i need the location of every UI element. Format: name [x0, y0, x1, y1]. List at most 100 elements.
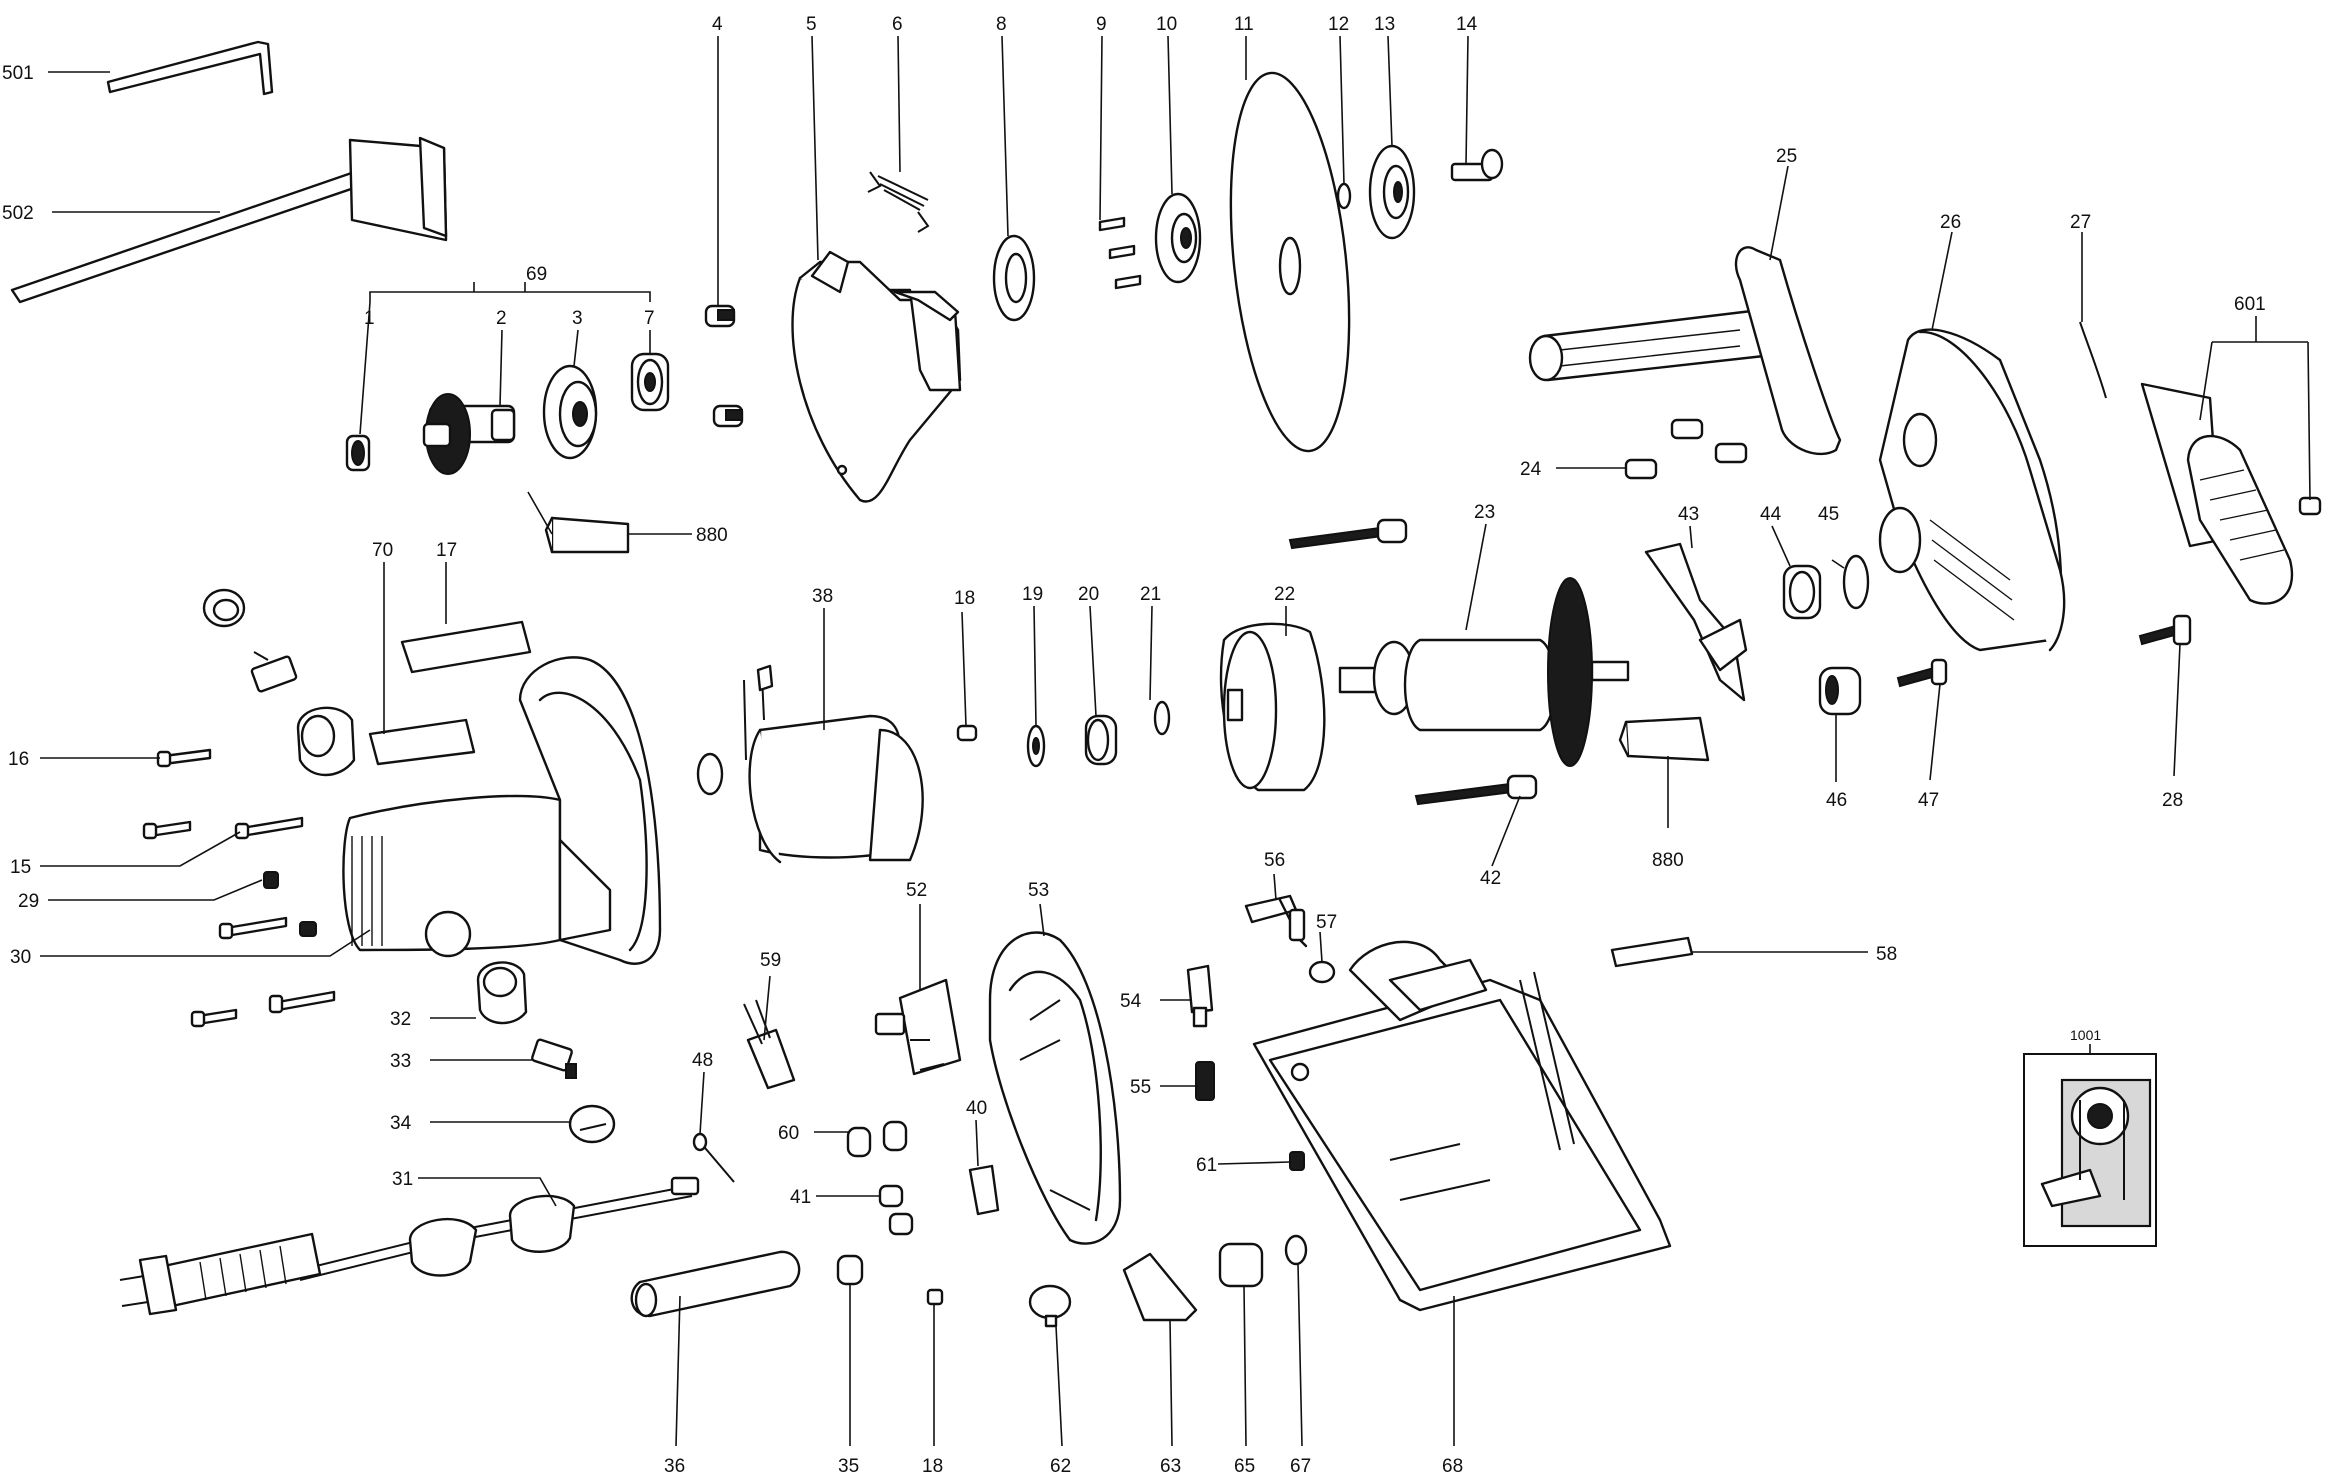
label-67: 67 — [1290, 1456, 1311, 1476]
part-1-bearing — [345, 434, 371, 472]
part-31-power-cord — [119, 1176, 700, 1316]
label-68: 68 — [1442, 1456, 1463, 1476]
part-9-screws — [1098, 216, 1142, 290]
label-18-upper: 18 — [954, 588, 975, 609]
label-1001: 1001 — [2070, 1027, 2101, 1043]
label-24: 24 — [1520, 459, 1542, 480]
label-8: 8 — [996, 14, 1007, 35]
label-63: 63 — [1160, 1456, 1181, 1476]
label-6: 6 — [892, 14, 903, 35]
part-brush-holder-upper — [296, 706, 356, 777]
label-70: 70 — [372, 540, 393, 561]
part-44-bearing — [1782, 564, 1822, 620]
label-46: 46 — [1826, 790, 1847, 811]
label-880-upper: 880 — [696, 525, 728, 546]
label-32: 32 — [390, 1009, 411, 1030]
label-501: 501 — [2, 63, 34, 84]
label-69: 69 — [526, 264, 547, 285]
part-16-screw — [156, 748, 212, 768]
part-carbon-brush-upper — [250, 651, 298, 693]
part-8-washer — [992, 234, 1036, 322]
part-25-aux-handle — [1528, 246, 1842, 456]
label-56: 56 — [1264, 850, 1285, 871]
label-17: 17 — [436, 540, 457, 561]
part-13-flange — [1368, 144, 1416, 240]
part-14-bolt — [1450, 148, 1504, 182]
label-58: 58 — [1876, 944, 1897, 965]
part-12-ring — [1336, 182, 1352, 210]
label-59: 59 — [760, 950, 781, 971]
label-21: 21 — [1140, 584, 1161, 605]
part-3-flange — [542, 364, 598, 460]
label-3: 3 — [572, 308, 583, 329]
label-29: 29 — [18, 891, 39, 912]
label-12: 12 — [1328, 14, 1349, 35]
label-14: 14 — [1456, 14, 1478, 35]
part-45-ring — [1842, 554, 1870, 610]
part-67-washer — [1284, 1234, 1308, 1266]
part-11-saw-blade — [1229, 71, 1351, 453]
label-23: 23 — [1474, 502, 1495, 523]
label-30: 30 — [10, 947, 31, 968]
label-38: 38 — [812, 586, 833, 607]
part-38-field-coil — [696, 664, 924, 864]
part-70-label — [368, 718, 476, 766]
part-30-motor-housing — [342, 656, 662, 965]
part-48-cable-clip — [692, 1132, 735, 1183]
part-27-gasket — [2079, 321, 2107, 399]
part-880-grease-tube-lower — [1618, 716, 1710, 762]
part-42-long-screw-lower — [1414, 774, 1538, 806]
part-10-flange — [1154, 192, 1202, 284]
label-7: 7 — [644, 308, 655, 329]
part-62-rivet — [1028, 1284, 1072, 1328]
part-54-button — [1186, 964, 1214, 1028]
label-33: 33 — [390, 1051, 411, 1072]
label-1: 1 — [364, 308, 375, 329]
label-28: 28 — [2162, 790, 2183, 811]
label-41: 41 — [790, 1187, 811, 1208]
part-502-parallel-guide — [10, 136, 448, 304]
part-40-clamp — [968, 1164, 1000, 1216]
part-58-pin — [1610, 936, 1694, 968]
label-43: 43 — [1678, 504, 1699, 525]
label-36: 36 — [664, 1456, 685, 1476]
part-21-washer — [1153, 700, 1171, 736]
label-502: 502 — [2, 203, 34, 224]
label-48: 48 — [692, 1050, 713, 1071]
label-44: 44 — [1760, 504, 1782, 525]
label-45: 45 — [1818, 504, 1839, 525]
part-59-connector — [743, 999, 796, 1090]
label-9: 9 — [1096, 14, 1107, 35]
label-60: 60 — [778, 1123, 799, 1144]
part-35-screw — [836, 1254, 864, 1286]
label-22: 22 — [1274, 584, 1295, 605]
part-15-screws — [142, 816, 304, 840]
part-61-set-screw — [1289, 1151, 1305, 1171]
part-34-brush-cap — [568, 1104, 616, 1144]
part-880-grease-tube-upper — [544, 516, 630, 554]
part-57-washer — [1308, 960, 1336, 984]
part-36-handle-grip — [630, 1250, 801, 1318]
label-27: 27 — [2070, 212, 2091, 233]
part-20-bearing — [1084, 714, 1118, 766]
label-601: 601 — [2234, 294, 2266, 315]
label-18-lower: 18 — [922, 1456, 943, 1476]
part-68-base-plate — [1252, 940, 1672, 1312]
part-17-label — [400, 620, 532, 674]
part-18-pin-lower — [926, 1288, 944, 1306]
part-19-washer — [1026, 724, 1046, 768]
part-5-blade-guard — [791, 250, 962, 503]
part-32-brush-holder — [476, 961, 528, 1025]
label-13: 13 — [1374, 14, 1395, 35]
part-60-screws — [846, 1120, 908, 1158]
label-54: 54 — [1120, 991, 1142, 1012]
label-57: 57 — [1316, 912, 1337, 933]
part-18-pin-upper — [956, 724, 978, 742]
label-25: 25 — [1776, 146, 1797, 167]
part-4-screws — [704, 304, 744, 428]
label-16: 16 — [8, 749, 29, 770]
label-26: 26 — [1940, 212, 1961, 233]
part-43-lever — [1644, 542, 1748, 702]
part-42-long-screw-upper — [1288, 518, 1408, 550]
